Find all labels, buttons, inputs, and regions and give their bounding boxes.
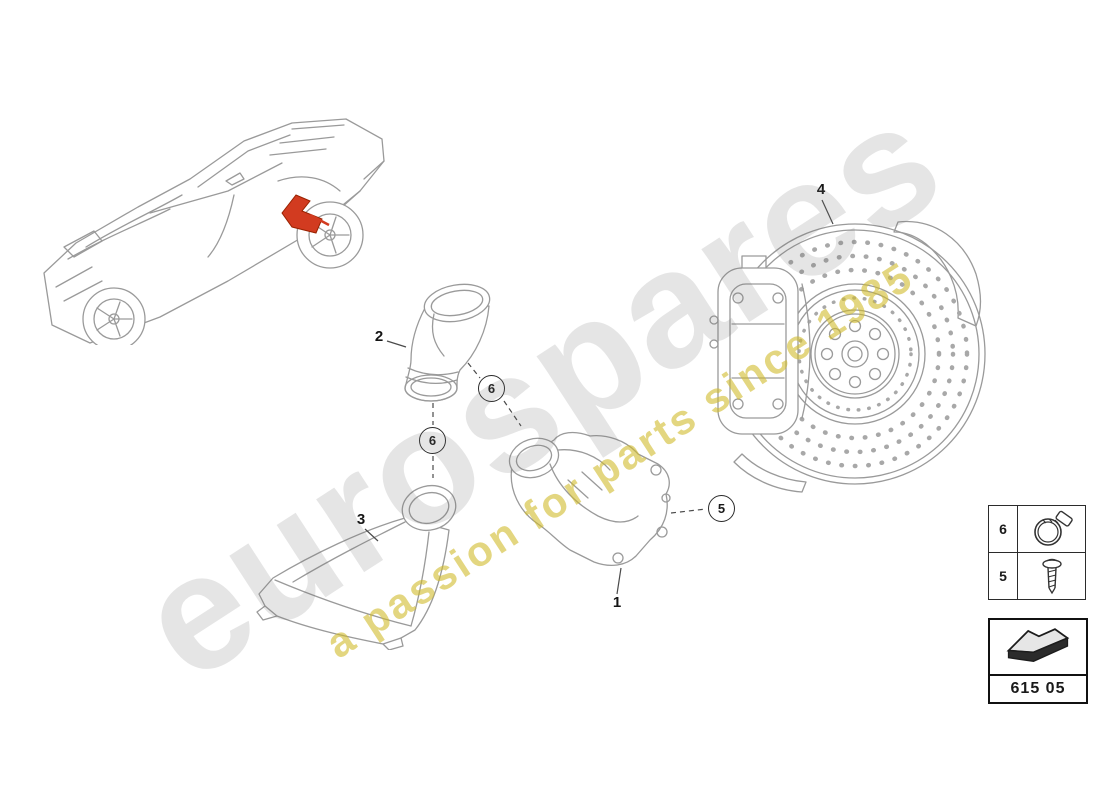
part-label-3[interactable]: 3 — [356, 511, 366, 528]
direction-arrow-icon — [990, 620, 1086, 674]
front-wheel — [82, 287, 146, 345]
brake-disc — [724, 223, 986, 485]
legend-label-6: 6 — [989, 506, 1018, 552]
callout-6-clamp-a[interactable]: 6 — [419, 427, 446, 454]
hose-clamp-icon — [1018, 506, 1085, 552]
air-channel-drawing — [256, 484, 457, 650]
air-duct-elbow-drawing — [404, 283, 491, 402]
brake-duct-bracket-drawing — [508, 431, 671, 567]
callout-5-screw[interactable]: 5 — [708, 495, 735, 522]
callout-6-clamp-b[interactable]: 6 — [478, 375, 505, 402]
legend-row-screw: 5 — [989, 552, 1085, 599]
hardware-legend: 6 5 — [988, 505, 1086, 600]
section-code-box: 615 05 — [988, 618, 1088, 704]
car-body-outline — [43, 118, 385, 344]
part-label-1[interactable]: 1 — [612, 594, 622, 611]
dust-shield — [733, 220, 982, 493]
brake-disc-assembly-drawing — [709, 220, 986, 493]
car-location-thumbnail — [43, 118, 385, 345]
legend-row-clamp: 6 — [989, 506, 1085, 552]
highlighted-part-location — [281, 194, 330, 234]
part-label-2[interactable]: 2 — [374, 328, 384, 345]
section-code: 615 05 — [990, 674, 1086, 702]
legend-label-5: 5 — [989, 553, 1018, 599]
screw-icon — [1018, 553, 1085, 599]
brake-caliper — [709, 255, 811, 435]
part-label-4[interactable]: 4 — [816, 181, 826, 198]
